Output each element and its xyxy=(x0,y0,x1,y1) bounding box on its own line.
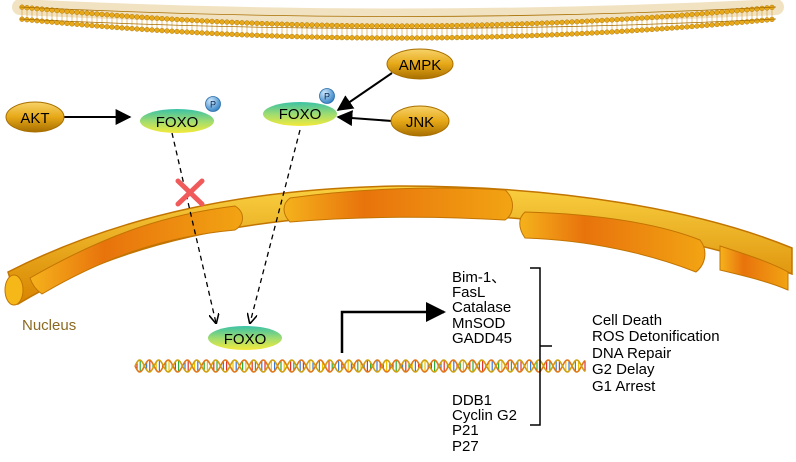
phosphate-label: P xyxy=(324,92,330,102)
foxo-label: FOXO xyxy=(279,106,322,123)
nuclear-envelope xyxy=(4,185,793,306)
ampk-node: AMPK xyxy=(386,48,454,80)
ampk-label: AMPK xyxy=(399,57,442,74)
foxo-phosphorylated-left: FOXO P xyxy=(140,96,221,133)
gene-label: P21 xyxy=(452,422,479,440)
outcome-label: ROS Detonification xyxy=(592,328,720,346)
gene-label: Bim-1、 xyxy=(452,269,507,286)
block-x-icon xyxy=(175,178,205,207)
akt-label: AKT xyxy=(20,110,49,127)
outcome-label: G2 Delay xyxy=(592,361,655,379)
foxo-label: FOXO xyxy=(156,114,199,131)
outcome-label: G1 Arrest xyxy=(592,377,656,395)
cell-membrane xyxy=(12,0,784,41)
target-genes-group-1: Bim-1、 FasL Catalase MnSOD GADD45 xyxy=(452,270,512,346)
phosphate-icon xyxy=(319,88,335,104)
gene-label: DDB1 xyxy=(452,392,493,409)
gene-label: FasL xyxy=(452,284,486,302)
outcome-label: Cell Death xyxy=(592,312,663,329)
foxo-phosphorylated-right: FOXO P xyxy=(263,88,337,126)
nucleus-label: Nucleus xyxy=(22,317,76,334)
jnk-to-foxo-arrow xyxy=(336,110,393,127)
gene-label: P27 xyxy=(452,437,479,455)
outcome-label: DNA Repair xyxy=(592,344,672,362)
jnk-label: JNK xyxy=(406,114,434,131)
blocked-translocation-arrow xyxy=(171,132,216,323)
gene-label: Cyclin G2 xyxy=(452,407,518,425)
cellular-outcomes: Cell Death ROS Detonification DNA Repair… xyxy=(592,312,720,395)
dna-helix xyxy=(134,359,586,373)
translocation-arrow xyxy=(250,129,301,323)
target-genes-group-2: DDB1 Cyclin G2 P21 P27 xyxy=(452,393,517,454)
jnk-node: JNK xyxy=(390,105,450,137)
akt-node: AKT xyxy=(5,101,65,133)
phosphate-icon xyxy=(205,96,221,112)
gene-label: GADD45 xyxy=(452,329,513,347)
foxo-label: FOXO xyxy=(224,331,267,348)
gene-label: Catalase xyxy=(452,299,512,317)
phosphate-label: P xyxy=(210,100,216,110)
ampk-to-foxo-arrow xyxy=(336,72,393,111)
transcription-arrow xyxy=(340,302,446,353)
foxo-nuclear: FOXO xyxy=(208,326,282,350)
gene-bracket xyxy=(530,267,552,426)
gene-label: MnSOD xyxy=(452,314,506,332)
